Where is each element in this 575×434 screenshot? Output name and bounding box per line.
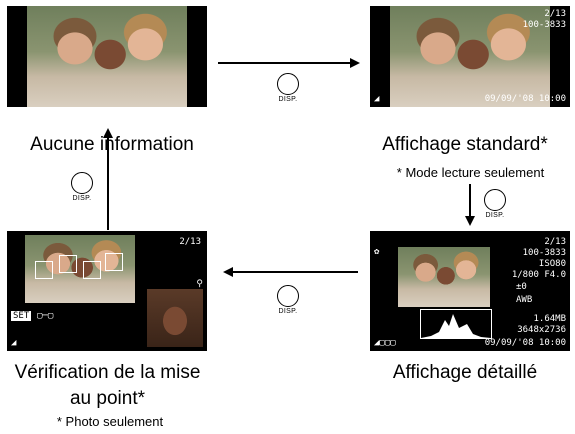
histogram-graph [421,314,491,338]
group-photo [398,247,490,307]
zoom-icon: ⚲ [196,279,203,289]
rating-icon: ✿ [374,247,380,257]
face-frame [105,253,123,271]
date-time: 09/09/'08 10:00 [484,338,566,348]
caption-focus-line1: Vérification de la mise [14,362,201,383]
disp-label: DISP. [72,195,92,202]
face-frame [59,255,77,273]
set-button-label: SET [11,311,32,321]
face-frame [35,261,53,279]
resolution: 3648x2736 [517,325,566,335]
file-number: 100-3833 [522,248,566,258]
caption-standard: Affichage standard* [382,134,548,155]
disp-label: DISP. [278,308,298,315]
image-counter: 2/13 [179,237,201,247]
caption-focus-line2: au point* [69,388,145,409]
screen-detailed: ✿ 2/13 100-3833 ISO80 1/800 F4.0 ±0 AWB … [370,231,570,351]
date-time: 09/09/'08 10:00 [484,94,566,104]
group-photo [27,6,187,107]
quality-icon: ◢ [11,338,17,348]
note-standard: * Mode lecture seulement [396,165,545,180]
image-counter: 2/13 [544,9,566,19]
disp-button-top: DISP. [268,73,308,103]
file-size: 1.64MB [533,314,566,324]
histogram [420,309,492,339]
disp-button-right: DISP. [475,189,515,219]
exposure-values: 1/800 F4.0 [511,270,566,280]
zoomed-face [147,289,203,347]
disp-button-left: DISP. [62,172,102,202]
exposure-compensation: ±0 [516,282,527,292]
disp-circle-icon [71,172,93,194]
disp-label: DISP. [485,212,505,219]
caption-no-info: Aucune information [30,134,194,155]
white-balance: AWB [516,295,533,305]
face-frame [83,261,101,279]
group-photo [390,6,550,107]
mode-icons: ◢▢▢▢ [374,338,396,348]
note-focus: * Photo seulement [56,414,164,429]
quality-icon: ◢ [374,94,380,104]
screen-focus-check: 2/13 ⚲ SET ▢─▢ ◢ [7,231,207,351]
display-toggle-icon: ▢─▢ [37,311,54,321]
screen-no-info [7,6,207,107]
disp-label: DISP. [278,96,298,103]
image-counter: 2/13 [544,237,566,247]
disp-button-bottom: DISP. [268,285,308,315]
file-number: 100-3833 [522,20,566,30]
disp-circle-icon [277,285,299,307]
disp-circle-icon [277,73,299,95]
group-photo [25,235,135,303]
iso-setting: ISO80 [538,259,566,269]
caption-detailed: Affichage détaillé [392,362,538,383]
screen-standard: 2/13 100-3833 ◢ 09/09/'08 10:00 [370,6,570,107]
disp-circle-icon [484,189,506,211]
